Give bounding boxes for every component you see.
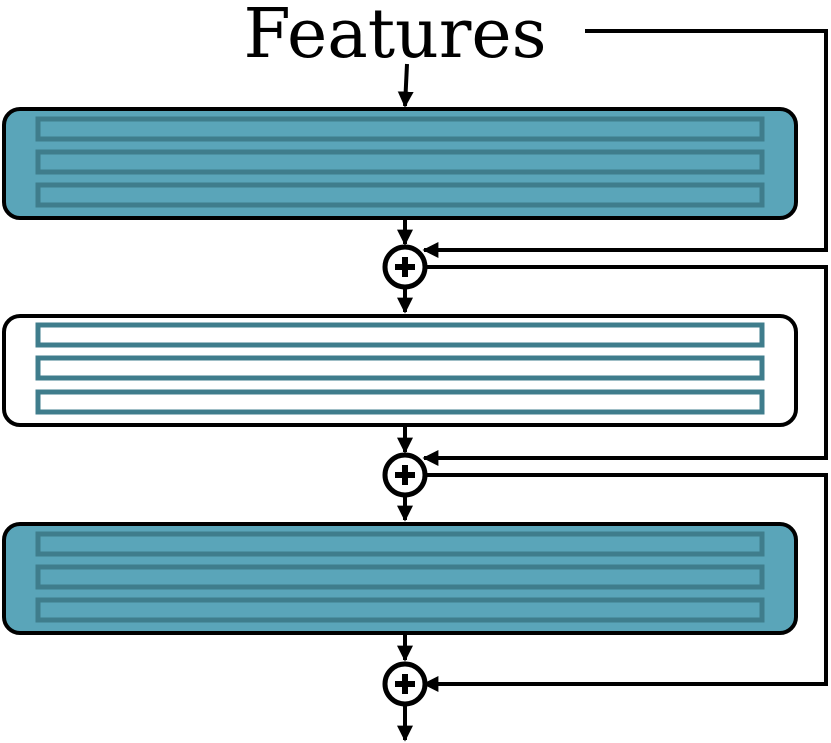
- skip-connection-2: [422, 265, 828, 466]
- feature-bar: [35, 597, 765, 623]
- plus-icon: [395, 674, 415, 694]
- feature-bar: [35, 322, 765, 348]
- skip-connection-1: [422, 29, 828, 258]
- feature-bar: [35, 116, 765, 142]
- feature-bar: [35, 149, 765, 175]
- adder-1: [382, 244, 428, 290]
- layer-block-3: [2, 522, 798, 635]
- feature-bar: [35, 182, 765, 208]
- plus-icon: [395, 257, 415, 277]
- layer-block-1: [2, 107, 798, 220]
- diagram-title: Features: [243, 0, 546, 74]
- feature-bar: [35, 355, 765, 381]
- adder-3: [382, 661, 428, 707]
- feature-bar: [35, 389, 765, 415]
- adder-2: [382, 452, 428, 498]
- input-arrow: [397, 63, 414, 108]
- skip-connection-3: [422, 473, 828, 692]
- feature-bar: [35, 531, 765, 557]
- layer-block-2: [2, 314, 798, 427]
- feature-bar: [35, 564, 765, 590]
- plus-icon: [395, 465, 415, 485]
